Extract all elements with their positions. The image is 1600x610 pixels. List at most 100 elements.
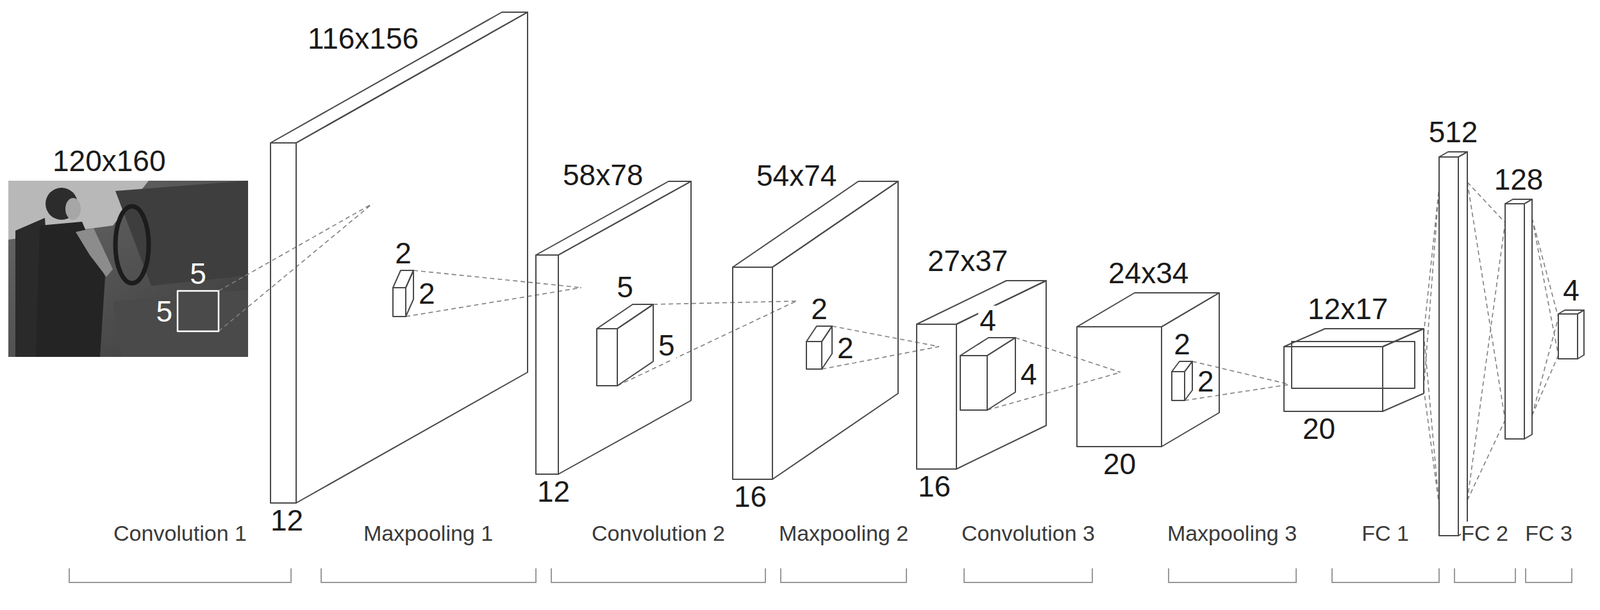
fc-layer-outline [1558, 310, 1584, 359]
stage-bracket [1332, 568, 1440, 583]
kernel-box-outline [960, 337, 1016, 411]
kernel-size-label: 5 [188, 258, 208, 289]
feature-map: 2254x7416 [732, 181, 899, 480]
fc-layer: 4 [1558, 310, 1584, 359]
stage-bracket [1454, 568, 1516, 583]
feature-map: 12x1720 [1283, 328, 1424, 412]
kernel-window-outline [177, 291, 219, 332]
channel-count-label: 16 [732, 482, 768, 512]
kernel-size-label: 2 [1196, 366, 1216, 397]
kernel-size-label: 5 [615, 272, 635, 302]
driver-photo [8, 180, 249, 358]
feature-map-face [296, 12, 528, 504]
kernel-box-outline [806, 326, 833, 370]
stage-label: Maxpooling 2 [778, 521, 909, 546]
stage-label: Maxpooling 3 [1167, 521, 1297, 546]
map-size-label: 12x17 [1306, 294, 1390, 324]
stage-label: Convolution 2 [591, 521, 725, 546]
fc-layer-face [1558, 314, 1578, 359]
kernel-box-outline [596, 304, 654, 386]
fc-layer-face [1458, 151, 1468, 536]
stage-label: Convolution 3 [961, 521, 1095, 546]
car-door [112, 289, 249, 358]
stage-bracket [69, 568, 292, 583]
feature-map: 5558x7812 [535, 181, 692, 475]
kernel-size-label: 2 [1172, 329, 1192, 359]
channel-count-label: 16 [916, 471, 952, 502]
kernel-window-face [177, 291, 219, 332]
feature-map-face [270, 12, 528, 143]
projection-line [987, 337, 1121, 411]
kernel-box-face [806, 341, 822, 370]
projection-line [1532, 217, 1559, 416]
projection-line [1184, 361, 1290, 401]
feature-map-face [1076, 292, 1220, 327]
fc-layer: 128 [1505, 199, 1533, 440]
kernel-size-label: 2 [809, 294, 829, 324]
projection-line [821, 326, 940, 370]
map-size-label: 58x78 [561, 160, 645, 190]
kernel-size-label: 4 [978, 305, 998, 336]
feature-map-outline [1283, 328, 1424, 412]
stage-label: Maxpooling 1 [363, 521, 493, 546]
kernel-box-face [1184, 361, 1193, 401]
dashboard [115, 180, 249, 286]
stage-label: FC 2 [1460, 521, 1509, 546]
fc-layer-outline [1505, 199, 1533, 440]
map-size-label: 27x37 [926, 246, 1009, 276]
stage-bracket [1168, 568, 1297, 583]
kernel-box-face [596, 304, 654, 329]
kernel-size-label: 5 [154, 296, 174, 327]
feature-map-face [270, 142, 297, 504]
feature-map-outline [535, 181, 692, 475]
fc-layer-face [1577, 310, 1584, 359]
driver-face [65, 198, 81, 220]
channel-count-label: 12 [535, 476, 572, 507]
feature-map-face [956, 280, 1047, 470]
unit-count-label: 128 [1492, 164, 1545, 195]
kernel-box: 22 [392, 270, 414, 317]
unit-count-label: 4 [1561, 275, 1581, 306]
kernel-size-label: 4 [1019, 359, 1039, 390]
input-image: 55120x160 [8, 180, 249, 358]
feature-map-face [732, 267, 773, 480]
feature-map-face [1161, 292, 1220, 447]
kernel-box-face [596, 328, 618, 386]
kernel-box: 44 [960, 337, 1016, 411]
kernel-box-face [617, 304, 654, 386]
channel-count-label: 20 [1101, 449, 1138, 479]
stage-bracket [1525, 568, 1572, 583]
map-size-label: 116x156 [306, 23, 420, 54]
photo-ground [8, 180, 249, 358]
kernel-box-outline [392, 270, 414, 317]
kernel-size-label: 5 [657, 330, 677, 361]
map-size-label: 54x74 [755, 160, 838, 191]
kernel-box-face [960, 337, 1016, 356]
kernel-window: 55 [177, 291, 219, 332]
kernel-box-face [960, 355, 988, 411]
kernel-box-outline [1171, 361, 1193, 401]
kernel-box-face [806, 326, 833, 342]
feature-map-face [772, 181, 899, 480]
channel-count-label: 12 [269, 505, 305, 536]
kernel-box-face [1171, 371, 1185, 401]
projection-line [1467, 182, 1506, 500]
projection-line [405, 270, 582, 317]
fc-layer-face [1505, 203, 1525, 440]
kernel-box-face [821, 326, 833, 370]
fc-layer-outline [1439, 151, 1468, 536]
feature-map-face [1291, 341, 1415, 389]
feature-map-face [1283, 346, 1383, 412]
kernel-box-face [392, 287, 406, 317]
projection-line [1423, 187, 1440, 506]
projection-line [617, 301, 797, 386]
feature-map: 4427x3716 [916, 280, 1047, 470]
stage-brackets [69, 568, 1572, 583]
fc-layer-face [1439, 157, 1459, 536]
unit-count-label: 512 [1427, 117, 1480, 147]
feature-map-face [732, 181, 899, 268]
feature-map-face [916, 324, 957, 470]
stage-bracket [964, 568, 1093, 583]
steering-wheel [115, 206, 149, 284]
